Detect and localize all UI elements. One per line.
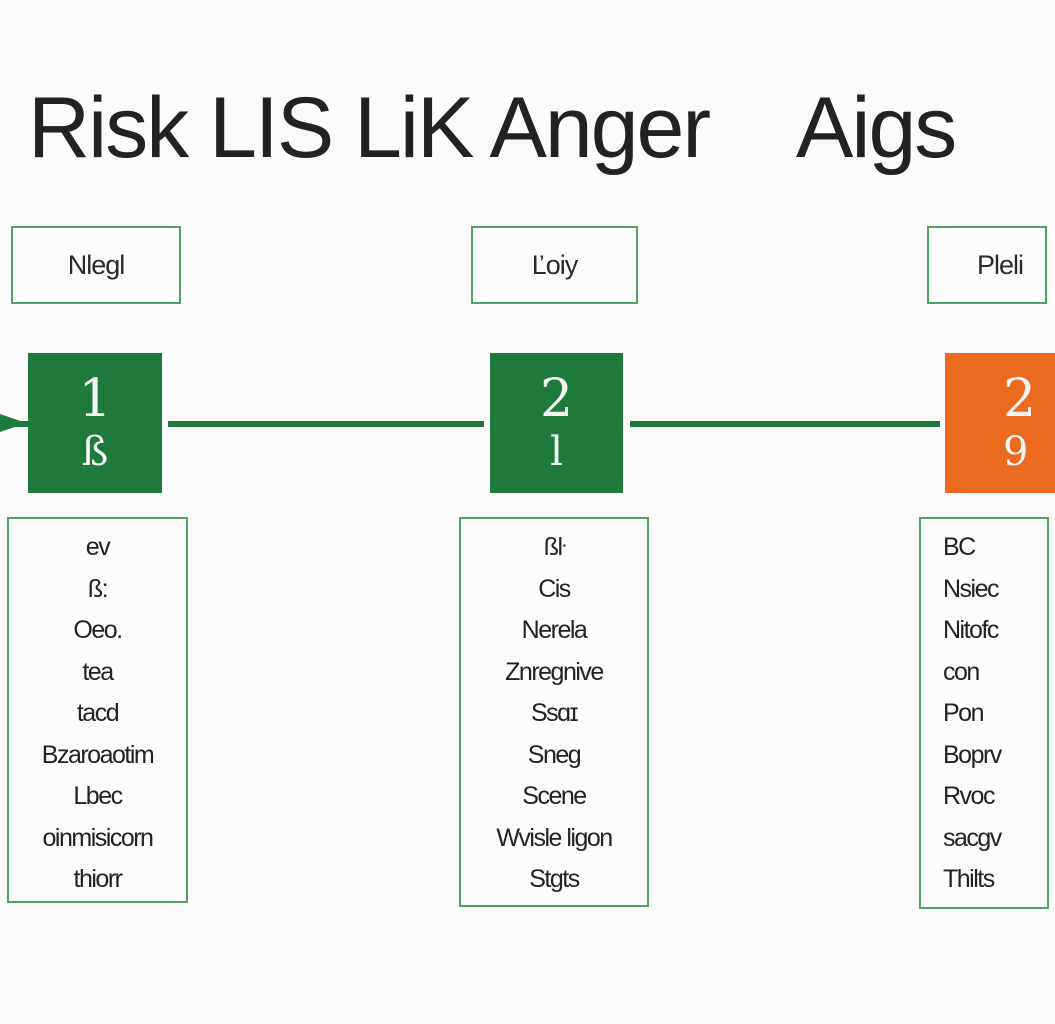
detail-item: Nsiec: [943, 574, 1000, 603]
detail-item: Nitofc: [943, 616, 999, 644]
stage-2-label: Ľoiy: [471, 226, 638, 304]
stage-3-label: Pleli: [927, 226, 1047, 304]
detail-item: Wvisle ligon: [496, 823, 613, 852]
detail-item: Nerela: [521, 616, 588, 644]
detail-item: Stgts: [529, 865, 580, 893]
detail-item: Ssɑɪ: [531, 699, 578, 727]
detail-item: thiorr: [73, 865, 123, 893]
detail-item: Scene: [522, 782, 587, 810]
detail-item: sacgv: [943, 823, 1002, 852]
detail-item: con: [943, 657, 980, 686]
connector-2-3: [630, 421, 940, 427]
step-sub-label: l: [550, 429, 563, 475]
step-number: 1: [78, 369, 112, 429]
connector-1-2: [168, 421, 484, 427]
detail-item: Znregnive: [505, 657, 604, 686]
step-sub-label: ß: [81, 429, 109, 475]
detail-item: tea: [82, 657, 114, 686]
detail-item: oinmisicorn: [42, 823, 154, 852]
step-sub-label: 9: [1003, 429, 1029, 475]
detail-item: Thilts: [943, 865, 995, 893]
step-2-block: 2 l: [490, 353, 623, 493]
detail-item: tacd: [76, 699, 120, 727]
detail-item: Lbec: [73, 782, 123, 810]
connector-in: [0, 421, 28, 427]
detail-item: BC: [943, 533, 976, 561]
detail-item: ßŀ: [543, 533, 566, 561]
detail-item: ev: [85, 533, 111, 561]
detail-item: Bzaroaotim: [41, 740, 155, 769]
detail-item: Boprv: [943, 740, 1002, 769]
detail-item: ß:: [87, 574, 109, 603]
step-number: 2: [539, 369, 574, 429]
diagram-title-end: Aigs: [796, 80, 957, 176]
step-number: 2: [1003, 369, 1037, 429]
step-3-block: 2 9: [945, 353, 1055, 493]
detail-item: Pon: [943, 699, 984, 727]
detail-item: Oeo.: [73, 616, 123, 644]
detail-item: Rvoc: [943, 782, 995, 810]
diagram-title: Risk LIS LiK Anger: [28, 80, 711, 176]
step-1-block: 1 ß: [28, 353, 162, 493]
detail-item: Cis: [538, 574, 571, 603]
stage-1-label: Nlegl: [11, 226, 181, 304]
detail-item: Sneg: [527, 740, 582, 769]
